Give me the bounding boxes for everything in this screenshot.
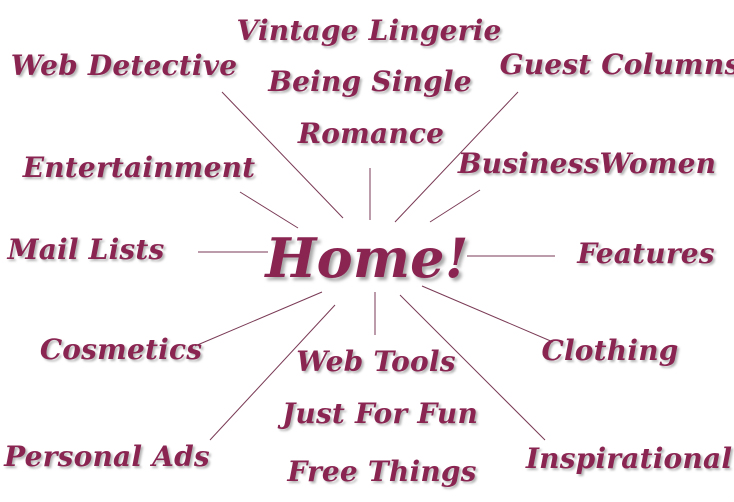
link-features[interactable]: Features [577, 237, 715, 270]
link-mail-lists[interactable]: Mail Lists [7, 233, 165, 266]
connector-line [394, 91, 519, 223]
link-cosmetics[interactable]: Cosmetics [39, 333, 203, 366]
connector-line [399, 294, 546, 441]
connector-line [194, 291, 323, 347]
link-being-single[interactable]: Being Single [268, 65, 472, 98]
connector-line [239, 191, 299, 229]
link-web-tools[interactable]: Web Tools [296, 345, 456, 378]
link-home[interactable]: Home! [265, 226, 469, 290]
connector-line [221, 91, 344, 219]
link-vintage-lingerie[interactable]: Vintage Lingerie [236, 14, 502, 47]
link-personal-ads[interactable]: Personal Ads [4, 440, 210, 473]
connector-line [209, 304, 336, 441]
link-just-for-fun[interactable]: Just For Fun [281, 397, 479, 430]
link-clothing[interactable]: Clothing [541, 334, 679, 367]
link-inspirational[interactable]: Inspirational [525, 442, 733, 475]
link-businesswomen[interactable]: BusinessWomen [457, 147, 717, 180]
link-free-things[interactable]: Free Things [287, 455, 477, 488]
link-web-detective[interactable]: Web Detective [10, 49, 238, 82]
link-guest-columns[interactable]: Guest Columns [499, 48, 734, 81]
link-romance[interactable]: Romance [297, 117, 445, 150]
link-entertainment[interactable]: Entertainment [22, 151, 256, 184]
connector-line [429, 189, 481, 223]
connector-line [421, 285, 554, 343]
